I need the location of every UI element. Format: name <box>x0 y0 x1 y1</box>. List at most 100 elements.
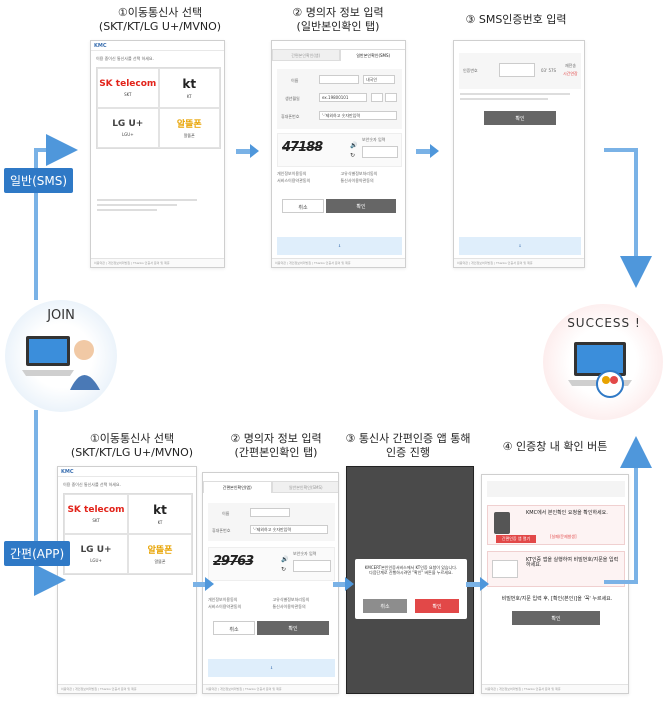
simple-auth-banner[interactable]: ⇓ <box>277 237 402 255</box>
form-area: 이름 휴대폰번호 '-'제외하고 숫자만입력 <box>208 503 335 541</box>
screen-footer: 이용약관 | 개인정보처리방침 | Thanks 인증서 문의 및 제휴 <box>58 684 196 693</box>
tab-simple[interactable]: 간편본인확인(앱) <box>272 49 340 61</box>
bottom-step1-title: ①이동통신사 선택 (SKT/KT/LG U+/MVNO) <box>70 432 194 459</box>
carrier-name: 알뜰폰 <box>154 559 166 564</box>
refresh-icon[interactable]: ↻ <box>350 152 356 159</box>
bottom-step2-title: ② 명의자 정보 입력 (간편본인확인 탭) <box>230 432 322 459</box>
phone-input[interactable]: '-'제외하고 숫자만입력 <box>250 525 328 534</box>
agree-list: 개인정보이용동의 고유식별정보처리동의 서비스이용약관동의 통신사이용약관동의 <box>277 171 402 183</box>
auth-input[interactable] <box>499 63 535 77</box>
screen-footer: 이용약관 | 개인정보처리방침 | Thanks 인증서 문의 및 제휴 <box>203 684 338 693</box>
tab-bar: 간편본인확인(앱) 일반본인확인(SMS) <box>272 49 405 61</box>
guide2-text: KT인증 앱을 실행하여 비밀번호/지문을 입력하세요. <box>526 557 619 568</box>
screen-footer: 이용약관 | 개인정보처리방침 | Thanks 인증서 문의 및 제휴 <box>482 684 628 693</box>
arrow-right-icon <box>250 144 259 158</box>
guide-header <box>487 481 625 497</box>
agree-item[interactable]: 서비스이용약관동의 <box>277 178 311 183</box>
top-step2-title: ② 명의자 정보 입력 (일반본인확인 탭) <box>292 6 384 33</box>
final-confirm-button[interactable]: 확인 <box>512 611 600 625</box>
refresh-icon[interactable]: ↻ <box>281 566 287 573</box>
agree-item[interactable]: 통신사이용약관동의 <box>272 604 306 609</box>
confirm-button[interactable]: 확인 <box>257 621 329 635</box>
phone-input[interactable]: '-'제외하고 숫자만입력 <box>319 111 397 120</box>
speaker-icon[interactable]: 🔊 <box>350 142 358 149</box>
sms-confirm-button[interactable]: 확인 <box>484 111 556 125</box>
carrier-lgu[interactable]: LG U+ LGU+ <box>97 108 159 148</box>
phone-icon <box>494 512 510 534</box>
agree-item[interactable]: 고유식별정보처리동의 <box>340 171 378 176</box>
cancel-button[interactable]: 취소 <box>282 199 324 213</box>
gender-select[interactable] <box>371 93 383 102</box>
skt-logo: SK telecom <box>67 505 125 515</box>
bottom-step4-title: ④ 인증창 내 확인 버튼 <box>502 440 608 453</box>
bottom-info-input-screen: 간편본인확인(앱) 일반본인확인(SMS) 이름 휴대폰번호 '-'제외하고 숫… <box>202 472 339 694</box>
agree-item[interactable]: 고유식별정보처리동의 <box>272 597 310 602</box>
top-sms-screen: 인증번호 03' 57S 재전송 시간연장 확인 ⇓ 이용약관 | 개인정보처리… <box>453 40 585 268</box>
notice-lines <box>97 199 197 211</box>
nationality-select[interactable]: 내국인 <box>363 75 395 84</box>
auth-label: 인증번호 <box>463 68 478 73</box>
guide-step1: KMC에서 본인확인 요청을 확인하세요. 간편인증 앱 열기 [실패/문제발생… <box>487 505 625 545</box>
lgu-logo: LG U+ <box>80 545 112 555</box>
birth-input[interactable]: ex.19800101 <box>319 93 367 102</box>
arrow-right-icon <box>430 144 439 158</box>
resend-button[interactable]: 재전송 <box>565 63 577 68</box>
arrow-shaft <box>236 149 250 154</box>
agree-item[interactable]: 서비스이용약관동의 <box>208 604 242 609</box>
cancel-button[interactable]: 취소 <box>213 621 255 635</box>
simple-auth-banner[interactable]: ⇓ <box>208 659 335 677</box>
carrier-name: SKT <box>92 518 100 523</box>
speaker-icon[interactable]: 🔊 <box>281 556 289 563</box>
form-area: 이름 내국인 생년월일 ex.19800101 휴대폰번호 '-'제외하고 숫자… <box>277 69 402 129</box>
guide-step2: KT인증 앱을 실행하여 비밀번호/지문을 입력하세요. <box>487 551 625 587</box>
tab-bar: 간편본인확인(앱) 일반본인확인(SMS) <box>203 481 338 493</box>
carrier-name: 알뜰폰 <box>183 133 195 138</box>
join-label: JOIN <box>47 308 75 323</box>
carrier-name: LGU+ <box>121 132 134 137</box>
captcha-image: 47188 <box>282 140 323 155</box>
screen-footer: 이용약관 | 개인정보처리방침 | Thanks 인증서 문의 및 제휴 <box>272 258 405 267</box>
tab-simple[interactable]: 간편본인확인(앱) <box>203 481 272 493</box>
arrow-shaft <box>416 149 430 154</box>
captcha-image: 29763 <box>213 554 254 569</box>
arrow-shaft <box>193 582 207 587</box>
captcha-input[interactable] <box>362 146 398 158</box>
agree-item[interactable]: 개인정보이용동의 <box>208 597 238 602</box>
agree-item[interactable]: 통신사이용약관동의 <box>340 178 374 183</box>
confirm-button[interactable]: 확인 <box>326 199 396 213</box>
user-laptop-icon <box>22 336 100 390</box>
popup-ok-button[interactable]: 확인 <box>415 599 459 613</box>
simple-auth-banner[interactable]: ⇓ <box>459 237 581 255</box>
agree-item[interactable]: 개인정보이용동의 <box>277 171 307 176</box>
name-label: 이름 <box>291 78 299 83</box>
name-input[interactable] <box>319 75 359 84</box>
general-sms-label: 일반(SMS) <box>4 168 74 193</box>
card-icon <box>492 560 518 578</box>
tab-general[interactable]: 일반본인확인(SMS) <box>339 49 405 61</box>
bottom-app-popup-screen: KMCERT본인인증서비스에서 KT인증 요청이 있습니다. 다음단계로 진행하… <box>346 466 474 694</box>
lgu-logo: LG U+ <box>112 119 144 129</box>
popup-cancel-button[interactable]: 취소 <box>363 599 407 613</box>
name-input[interactable] <box>250 508 290 517</box>
gender-select[interactable] <box>385 93 397 102</box>
tab-general[interactable]: 일반본인확인(SMS) <box>271 481 338 493</box>
kmc-logo: KMC <box>91 41 224 51</box>
timer: 03' 57S <box>541 68 557 73</box>
captcha-input-label: 보안숫자 입력 <box>362 137 386 142</box>
agree-list: 개인정보이용동의 고유식별정보처리동의 서비스이용약관동의 통신사이용약관동의 <box>208 597 335 609</box>
extend-button[interactable]: 시간연장 <box>563 71 578 76</box>
top-step1-title: ①이동통신사 선택 (SKT/KT/LG U+/MVNO) <box>98 6 222 33</box>
captcha-area: 47188 🔊 ↻ 보안숫자 입력 <box>277 133 402 167</box>
open-app-button[interactable]: 간편인증 앱 열기 <box>496 535 536 543</box>
screen-footer: 이용약관 | 개인정보처리방침 | Thanks 인증서 문의 및 제휴 <box>91 258 224 267</box>
captcha-input[interactable] <box>293 560 331 572</box>
